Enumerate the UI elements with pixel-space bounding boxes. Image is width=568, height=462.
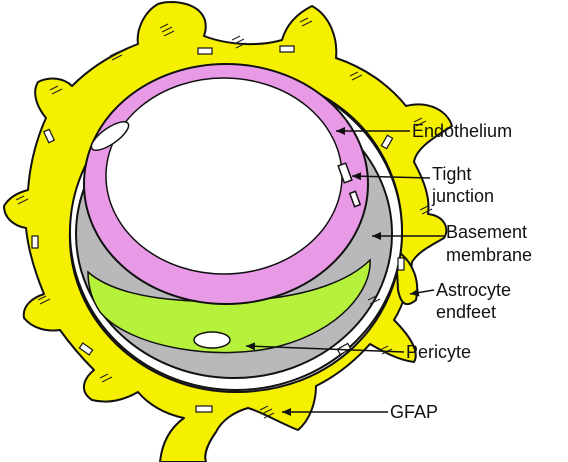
label-tight-junction-2: junction xyxy=(432,186,494,206)
label-endothelium: Endothelium xyxy=(412,121,512,141)
label-basement-membrane-1: Basement xyxy=(446,222,527,242)
label-basement-membrane-2: membrane xyxy=(446,245,532,265)
label-astrocyte-endfeet-1: Astrocyte xyxy=(436,280,511,300)
pericyte-nucleus xyxy=(194,332,230,348)
label-gfap: GFAP xyxy=(390,402,438,422)
label-tight-junction-1: Tight xyxy=(432,164,471,184)
label-astrocyte-endfeet-2: endfeet xyxy=(436,302,496,322)
label-pericyte: Pericyte xyxy=(406,342,471,362)
vessel-lumen xyxy=(106,78,342,274)
